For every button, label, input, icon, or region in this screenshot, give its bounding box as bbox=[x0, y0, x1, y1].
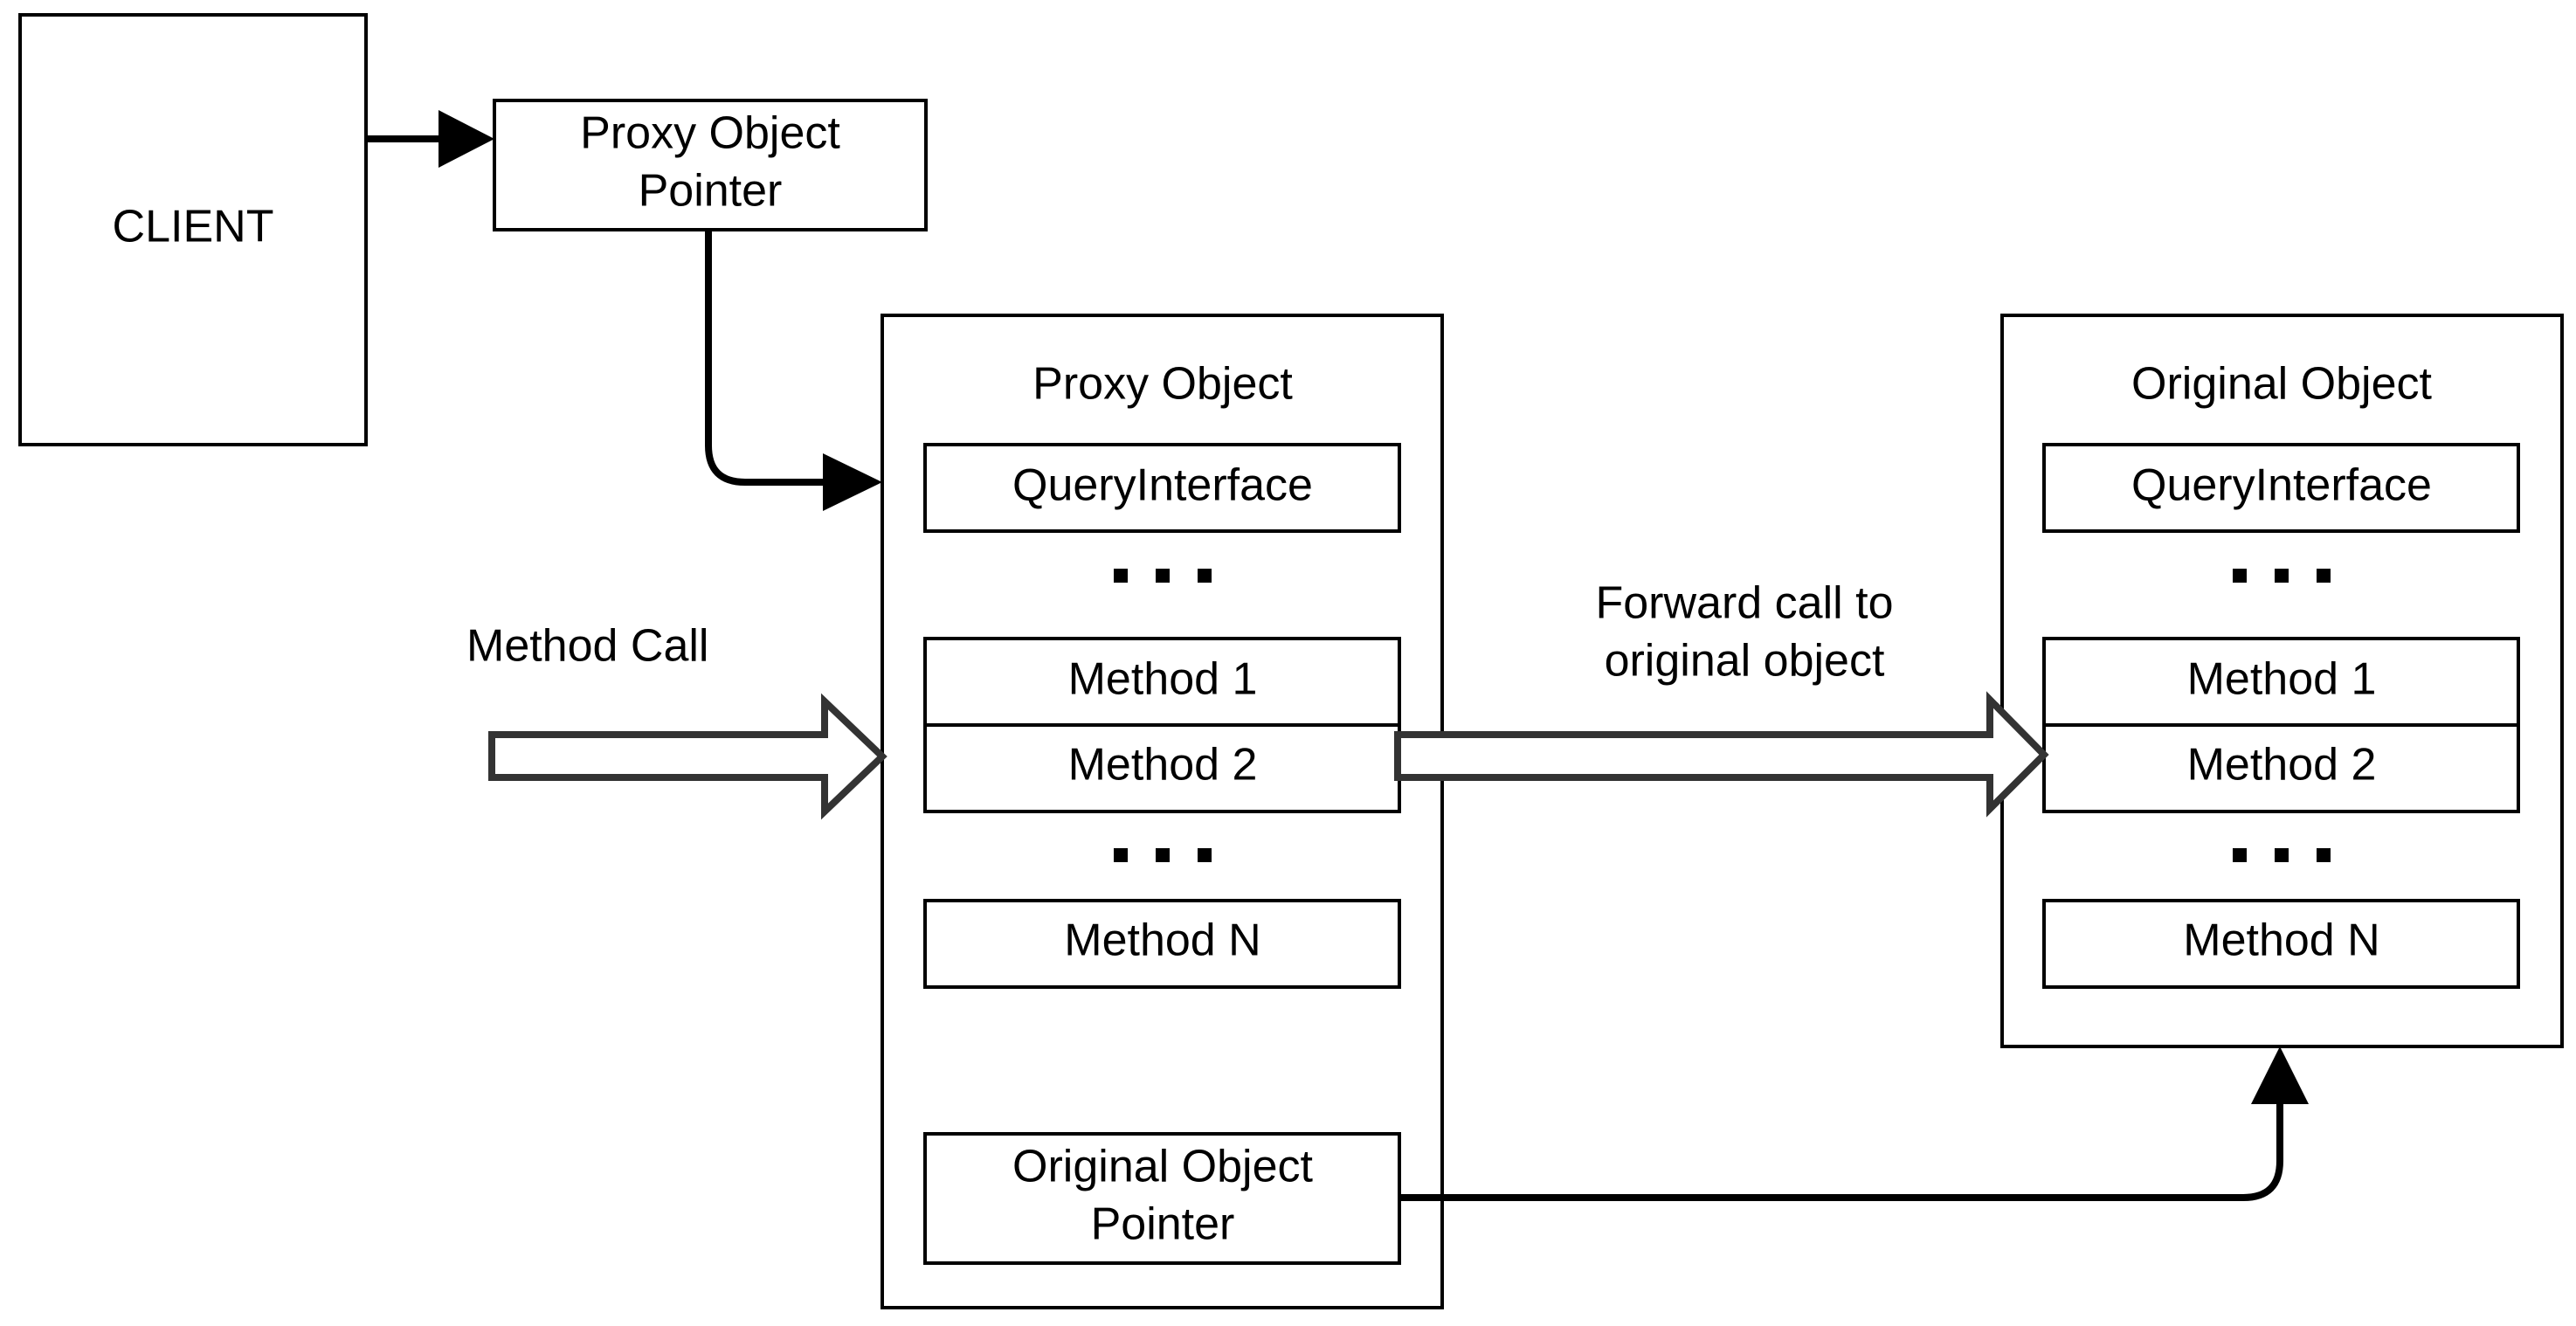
proxy-object-title: Proxy Object bbox=[1032, 359, 1293, 410]
original-method2-label: Method 2 bbox=[2187, 740, 2377, 791]
proxy-queryinterface-box bbox=[923, 443, 1401, 533]
forward-call-arrow bbox=[1394, 691, 2049, 818]
original-object: Original Object QueryInterface Method 1 … bbox=[2000, 314, 2564, 1048]
client-node: CLIENT bbox=[18, 13, 368, 446]
client-box bbox=[18, 13, 368, 446]
proxy-queryinterface-label: QueryInterface bbox=[1012, 460, 1313, 511]
original-object-title: Original Object bbox=[2131, 359, 2432, 410]
client-to-pointer-arrow bbox=[366, 110, 494, 168]
proxy-pointer-label-line1: Proxy Object bbox=[580, 108, 840, 159]
proxy-method1-box bbox=[923, 637, 1401, 727]
proxy-pointer-box bbox=[493, 99, 928, 231]
proxy-pointer-label-line2: Pointer bbox=[639, 166, 783, 217]
original-pointer-label-line1: Original Object bbox=[1012, 1142, 1313, 1192]
pointer-to-original-arrow bbox=[1399, 1046, 2309, 1201]
original-methodN-label: Method N bbox=[2183, 915, 2379, 966]
method-call-arrow bbox=[488, 693, 887, 820]
proxy-method1-label: Method 1 bbox=[1068, 654, 1258, 705]
method-call-label: Method Call bbox=[466, 621, 708, 672]
original-queryinterface-box bbox=[2042, 443, 2520, 533]
original-pointer-label-line2: Pointer bbox=[1091, 1199, 1235, 1250]
forward-call-label-line1: Forward call to bbox=[1596, 578, 1894, 629]
proxy-methodN-label: Method N bbox=[1064, 915, 1260, 966]
original-methodN-box bbox=[2042, 899, 2520, 989]
original-method1-label: Method 1 bbox=[2187, 654, 2377, 705]
original-ellipsis-top bbox=[2233, 569, 2331, 583]
forward-call-label-line2: original object bbox=[1605, 636, 1885, 687]
proxy-method2-label: Method 2 bbox=[1068, 740, 1258, 791]
proxy-methodN-box bbox=[923, 899, 1401, 989]
original-ellipsis-bottom bbox=[2233, 848, 2331, 862]
original-method2-box bbox=[2042, 723, 2520, 813]
client-label: CLIENT bbox=[113, 202, 274, 252]
pointer-to-proxy-arrow bbox=[705, 230, 882, 511]
proxy-ellipsis-top bbox=[1114, 569, 1212, 583]
original-queryinterface-label: QueryInterface bbox=[2131, 460, 2432, 511]
proxy-ellipsis-bottom bbox=[1114, 848, 1212, 862]
proxy-pointer-node: Proxy Object Pointer bbox=[493, 99, 928, 231]
original-method1-box bbox=[2042, 637, 2520, 727]
proxy-method2-box bbox=[923, 723, 1401, 813]
proxy-object: Proxy Object QueryInterface Method 1 Met… bbox=[881, 314, 1444, 1309]
